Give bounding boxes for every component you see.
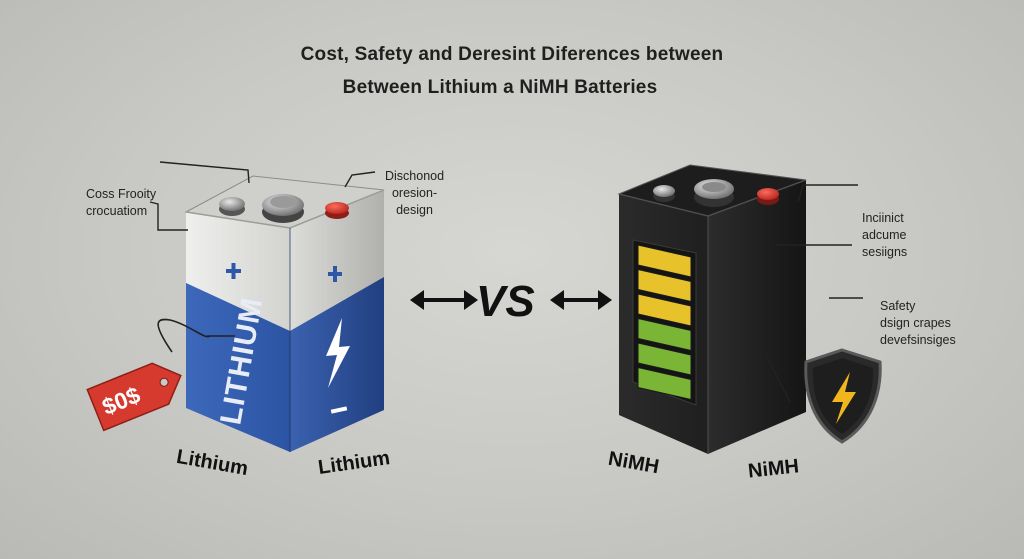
double-arrow-icon xyxy=(410,290,612,310)
plus-icon xyxy=(226,263,241,279)
charge-bar-green xyxy=(637,317,692,352)
charge-bar-yellow xyxy=(637,244,692,278)
shield-icon xyxy=(804,348,882,444)
minus-icon xyxy=(330,406,348,414)
price-tag-icon: $0$ xyxy=(86,362,182,432)
leader-lines xyxy=(149,161,863,403)
nimh-battery xyxy=(617,164,807,454)
annotation-nimh-safety: Safety dsign crapes devefsinsiges xyxy=(880,299,956,347)
annotation-lithium-design: Dischonod oresion- design xyxy=(385,169,445,217)
lightning-icon xyxy=(326,318,350,388)
lithium-battery: LITHIUM xyxy=(184,175,385,452)
charge-indicator xyxy=(637,244,692,401)
annotation-nimh-design: Inciinict adcume sesiigns xyxy=(862,211,908,259)
charge-bar-green xyxy=(637,342,692,376)
title-line-1: Cost, Safety and Deresint Diferences bet… xyxy=(300,44,724,65)
charge-bar-yellow xyxy=(637,268,692,303)
annotation-lithium-cost: Coss Frooity crocuatiom xyxy=(86,187,157,218)
plus-icon xyxy=(328,266,342,282)
title-line-2: Between Lithium a NiMH Batteries xyxy=(342,77,658,98)
vs-text: VS xyxy=(476,277,535,326)
charge-bar-green xyxy=(637,366,692,401)
charge-bar-yellow xyxy=(637,293,692,327)
